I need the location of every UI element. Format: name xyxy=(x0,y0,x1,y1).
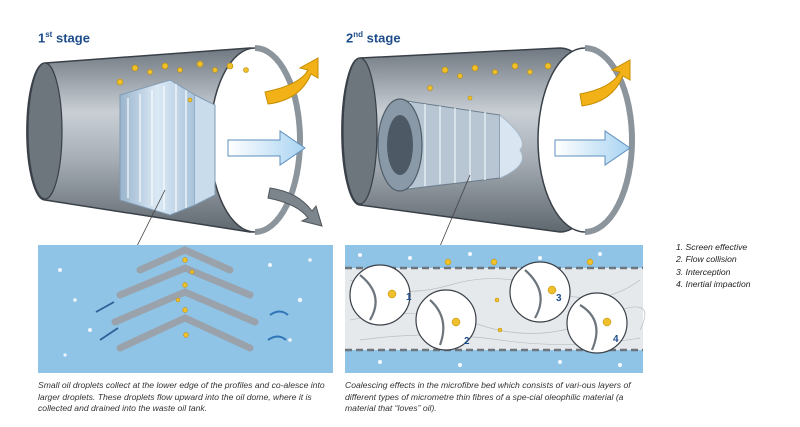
stage2-flow-arrow xyxy=(554,130,631,166)
legend-item: 2. Flow collision xyxy=(676,254,737,265)
legend-item: 4. Inertial impaction xyxy=(676,279,751,290)
stage2-oil-out-arrow xyxy=(579,59,631,107)
stage1-flow-arrow xyxy=(227,130,306,166)
legend-item: 1. Screen effective xyxy=(676,242,748,252)
stage1-waste-out-arrow xyxy=(267,187,323,227)
stage2-detail-panel: 1 2 3 4 xyxy=(345,245,646,373)
detail-number-4: 4 xyxy=(613,334,619,345)
detail-number-2: 2 xyxy=(464,336,470,347)
stage1-title: 1st stage xyxy=(38,30,90,46)
stage1-oil-droplets xyxy=(116,60,249,103)
stage1-profile-filter xyxy=(119,79,216,216)
detail-number-3: 3 xyxy=(556,293,562,304)
stage2-oil-droplets xyxy=(427,62,552,101)
stage1-caption: Small oil droplets collect at the lower … xyxy=(38,380,325,414)
stage1-oil-out-arrow xyxy=(264,57,319,105)
mechanism-legend: 1. Screen effective 2. Flow collision 3.… xyxy=(676,241,751,291)
stage2-caption: Coalescing effects in the microfibre bed… xyxy=(345,380,631,414)
legend-item: 3. Interception xyxy=(676,266,731,277)
detail-number-1: 1 xyxy=(406,292,412,303)
stage1-detail-panel xyxy=(38,245,333,373)
stage2-title: 2nd stage xyxy=(346,30,401,46)
stage2-fibre-cartridge xyxy=(377,98,523,192)
